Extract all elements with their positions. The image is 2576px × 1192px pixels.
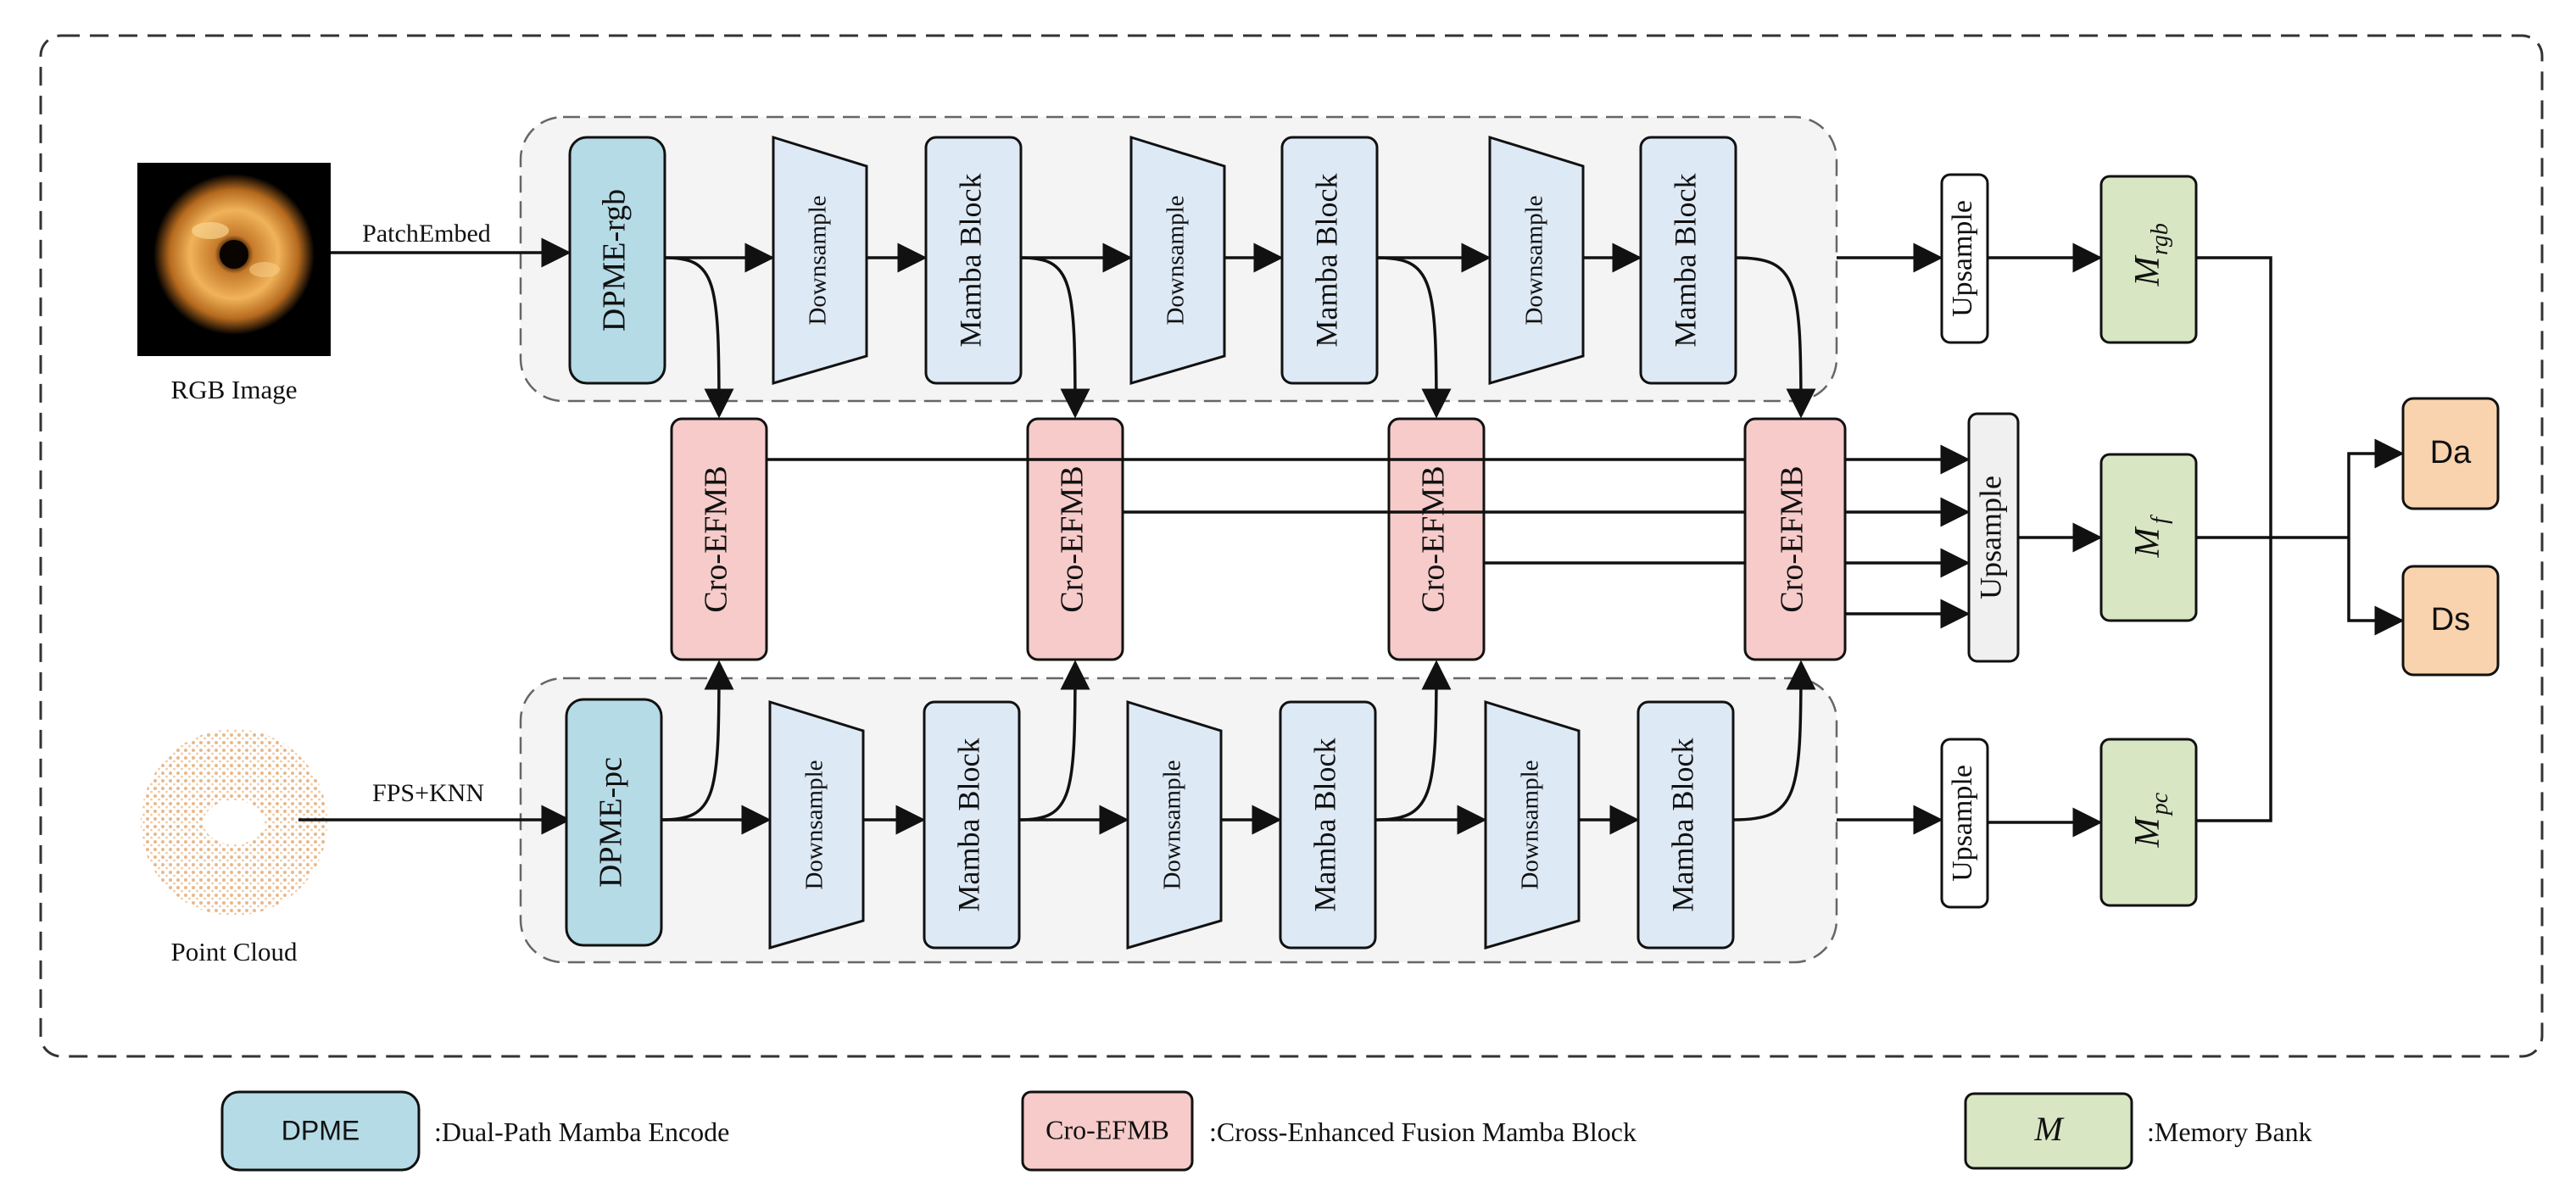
legend-memory-swatch [1964, 1092, 2133, 1170]
rgb-downsample-3-label: Downsample [1521, 195, 1548, 325]
legend: DPME :Dual-Path Mamba Encode Cro-EFMB :C… [220, 1090, 2312, 1172]
patchembed-label: PatchEmbed [362, 220, 491, 248]
legend-dpme-key: DPME [282, 1115, 360, 1145]
fps-knn-label: FPS+KNN [372, 779, 484, 807]
rgb-downsample-2 [1129, 135, 1226, 385]
pc-downsample-3-label: Downsample [1517, 760, 1544, 889]
rgb-downsample-1 [772, 135, 868, 385]
upsample-to-memory-arrows [1988, 242, 2103, 838]
upsample-fused-label: Upsample [1973, 476, 2007, 599]
upsample-rgb-label: Upsample [1947, 200, 1978, 317]
dpme-pc-block [565, 698, 663, 947]
fusion-to-upsample-lines [767, 444, 1971, 629]
memory-f-subscript: f [2147, 515, 2173, 524]
rgb-mamba-block-1-label: Mamba Block [953, 174, 987, 348]
memory-rgb-subscript: rgb [2147, 223, 2173, 255]
legend-cro-desc: :Cross-Enhanced Fusion Mamba Block [1209, 1117, 1636, 1147]
pc-downsample-1-label: Downsample [801, 760, 828, 889]
legend-memory-key: M [2033, 1110, 2065, 1148]
output-da-label: Da [2430, 435, 2472, 471]
legend-cro-swatch [1021, 1090, 1194, 1172]
output-ds [2401, 565, 2500, 677]
memory-to-output-lines [2196, 256, 2405, 822]
point-cloud-image [141, 729, 327, 916]
pc-downsample-1 [768, 699, 865, 950]
upsample-pc-label: Upsample [1947, 765, 1978, 882]
memory-f-symbol: M [2128, 526, 2167, 559]
pc-downsample-2 [1126, 699, 1223, 950]
rgb-image-label: RGB Image [171, 375, 298, 404]
rgb-to-fusion-arrows [664, 256, 1816, 419]
pc-to-fusion-arrows [661, 660, 1816, 822]
cro-efmb-block-4 [1743, 417, 1847, 661]
outer-frame [39, 34, 2544, 1058]
pc-mamba-block-3-label: Mamba Block [1665, 738, 1699, 912]
memory-bank-pc [2099, 738, 2198, 907]
legend-dpme-desc: :Dual-Path Mamba Encode [434, 1117, 729, 1147]
legend-dpme-swatch [220, 1090, 421, 1172]
memory-bank-rgb [2099, 175, 2198, 344]
memory-pc-symbol: M [2128, 816, 2167, 849]
cro-efmb-block-4-label: Cro-EFMB [1775, 465, 1810, 612]
output-ds-label: Ds [2431, 602, 2470, 638]
dpme-rgb-block [568, 136, 666, 385]
cro-efmb-block-2-label: Cro-EFMB [1055, 465, 1090, 612]
memory-bank-fused-label: M f [2128, 515, 2173, 559]
pc-downsample-3 [1484, 699, 1581, 950]
dpme-pc-label: DPME-pc [594, 757, 629, 888]
pc-mamba-block-2-label: Mamba Block [1308, 738, 1341, 912]
rgb-mamba-block-3-label: Mamba Block [1668, 174, 1702, 348]
pc-downsample-2-label: Downsample [1159, 760, 1186, 889]
cro-efmb-block-1-label: Cro-EFMB [699, 465, 734, 612]
legend-memory-desc: :Memory Bank [2147, 1117, 2312, 1147]
cro-efmb-block-2 [1026, 417, 1124, 661]
pc-mamba-block-1-label: Mamba Block [951, 738, 985, 912]
dpme-rgb-label: DPME-rgb [597, 189, 633, 331]
cro-efmb-block-3-label: Cro-EFMB [1416, 465, 1452, 612]
rgb-image [137, 163, 331, 356]
rgb-mamba-block-2-label: Mamba Block [1309, 174, 1343, 348]
cro-efmb-block-1 [670, 417, 768, 661]
memory-rgb-symbol: M [2128, 255, 2167, 287]
memory-bank-rgb-label: M rgb [2128, 223, 2173, 287]
rgb-downsample-2-label: Downsample [1163, 195, 1190, 325]
rgb-downsample-1-label: Downsample [805, 195, 832, 325]
cro-efmb-block-3 [1387, 417, 1486, 661]
legend-cro-key: Cro-EFMB [1045, 1114, 1169, 1145]
output-da [2401, 397, 2500, 510]
rgb-downsample-3 [1488, 135, 1585, 385]
memory-bank-pc-label: M pc [2128, 792, 2173, 848]
point-cloud-label: Point Cloud [170, 937, 298, 966]
memory-pc-subscript: pc [2147, 792, 2173, 816]
